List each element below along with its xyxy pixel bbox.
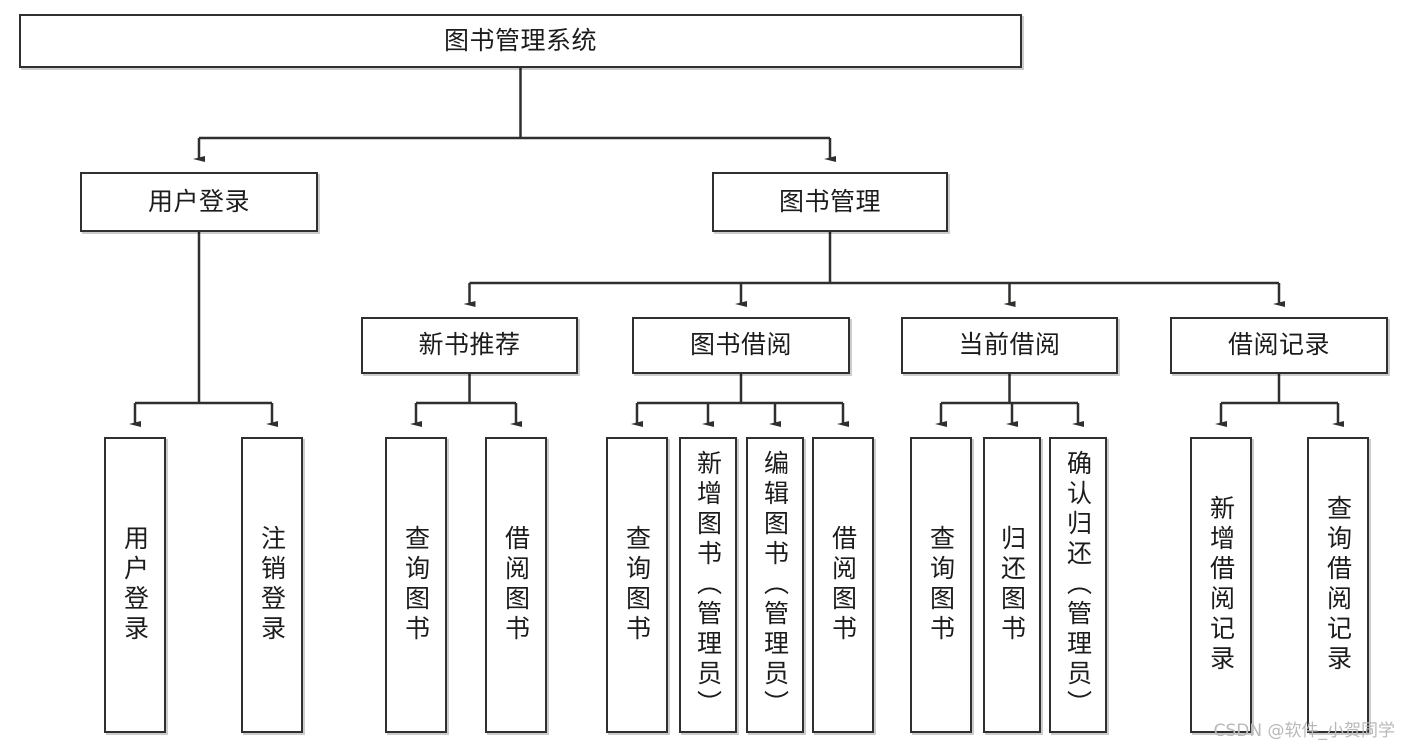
node-leaf-borrow-add[interactable]: 新增图书（管理员） [679,437,737,733]
node-label: 编辑图书（管理员） [760,450,790,720]
node-label: 注销登录 [257,525,287,645]
node-leaf-new-query[interactable]: 查询图书 [385,437,447,733]
node-label: 新增借阅记录 [1206,495,1236,675]
node-login[interactable]: 用户登录 [80,172,318,232]
node-label: 查询图书 [401,525,431,645]
node-borrow[interactable]: 图书借阅 [632,317,850,374]
node-label: 借阅图书 [501,525,531,645]
node-root[interactable]: 图书管理系统 [19,14,1022,68]
node-label: 新书推荐 [418,330,521,360]
node-label: 确认归还（管理员） [1063,450,1093,720]
node-label: 借阅图书 [828,525,858,645]
node-leaf-rec-add[interactable]: 新增借阅记录 [1190,437,1252,733]
node-label: 查询借阅记录 [1323,495,1353,675]
node-current[interactable]: 当前借阅 [901,317,1118,374]
watermark: CSDN @软件_小贺同学 [1213,721,1395,741]
node-records[interactable]: 借阅记录 [1170,317,1388,374]
node-label: 图书管理 [778,186,881,216]
node-bookmgmt[interactable]: 图书管理 [712,172,948,232]
node-leaf-user-login[interactable]: 用户登录 [104,437,166,733]
node-label: 新增图书（管理员） [693,450,723,720]
node-leaf-borrow-query[interactable]: 查询图书 [606,437,668,733]
node-leaf-borrow-edit[interactable]: 编辑图书（管理员） [746,437,804,733]
node-leaf-borrow-lend[interactable]: 借阅图书 [812,437,874,733]
node-label: 查询图书 [622,525,652,645]
node-leaf-cur-return[interactable]: 归还图书 [983,437,1041,733]
node-label: 当前借阅 [958,330,1061,360]
node-leaf-cur-confirm[interactable]: 确认归还（管理员） [1049,437,1107,733]
node-newbook[interactable]: 新书推荐 [361,317,578,374]
node-leaf-user-logout[interactable]: 注销登录 [241,437,303,733]
node-label: 图书借阅 [689,330,792,360]
node-label: 用户登录 [147,186,250,216]
node-label: 借阅记录 [1227,330,1330,360]
node-label: 用户登录 [120,525,150,645]
node-label: 归还图书 [997,525,1027,645]
node-label: 图书管理系统 [443,25,597,55]
node-label: 查询图书 [926,525,956,645]
node-leaf-new-borrow[interactable]: 借阅图书 [485,437,547,733]
node-leaf-cur-query[interactable]: 查询图书 [910,437,972,733]
node-leaf-rec-query[interactable]: 查询借阅记录 [1307,437,1369,733]
